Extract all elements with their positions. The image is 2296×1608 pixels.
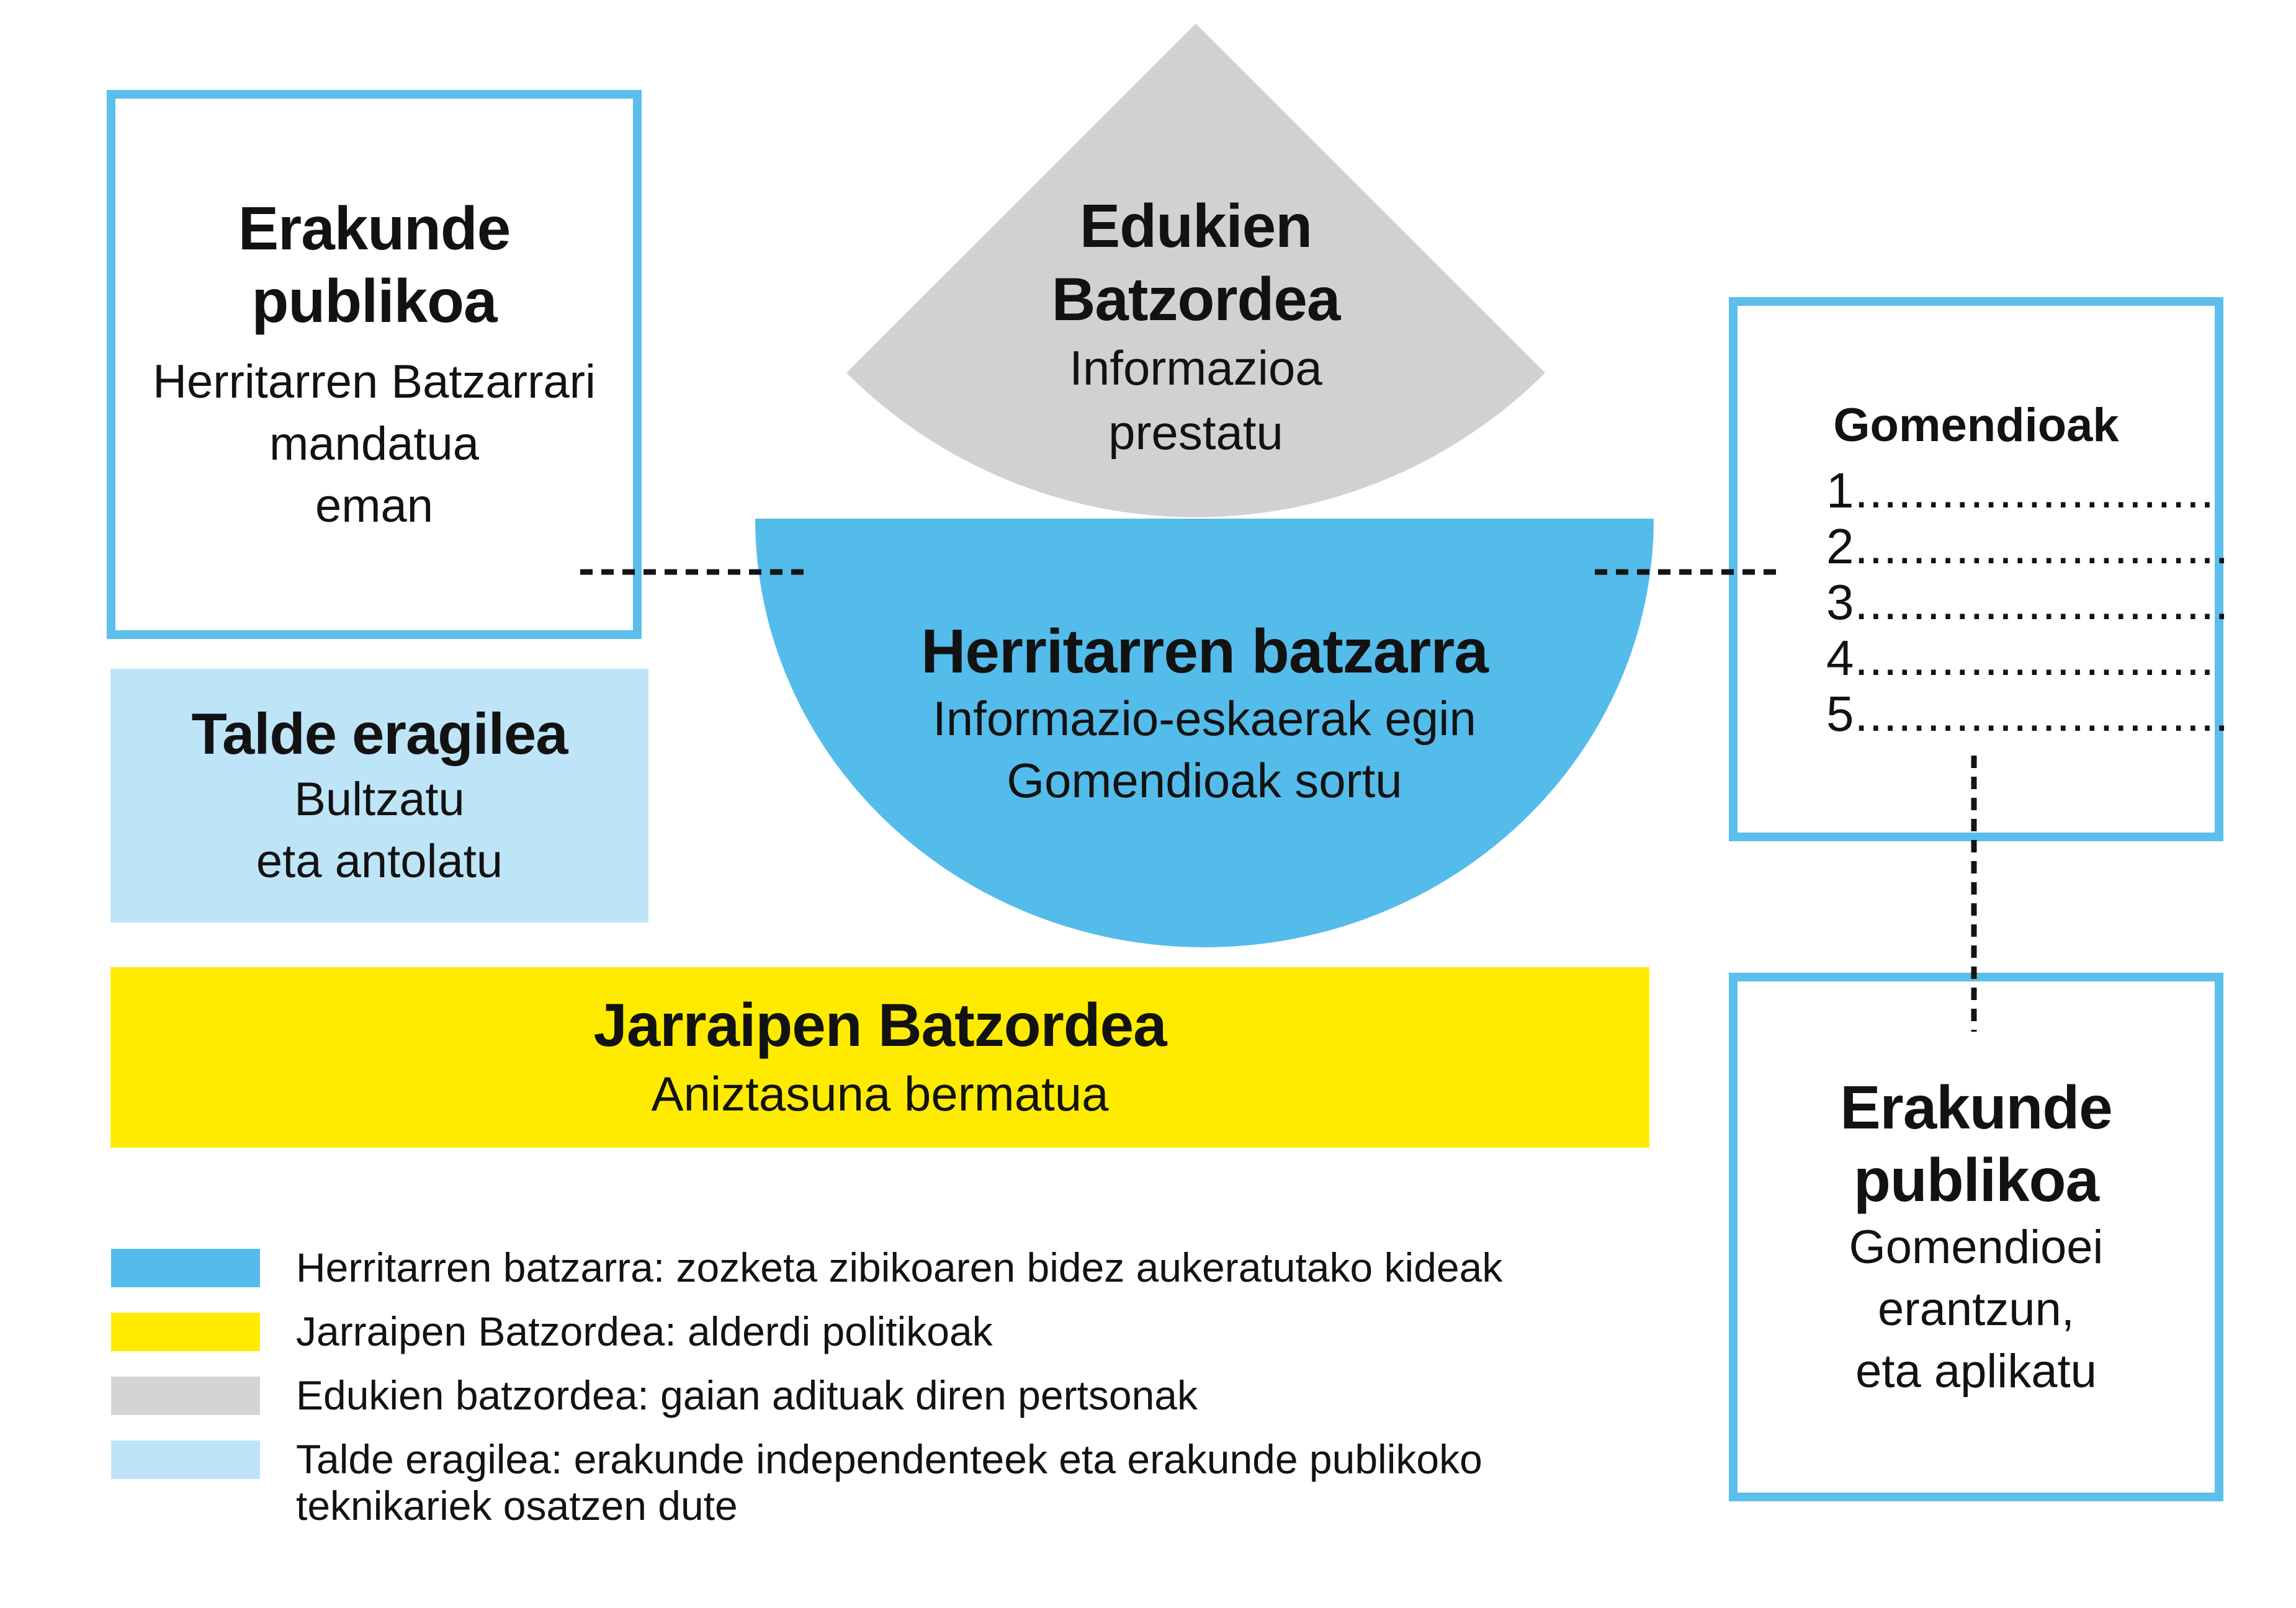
response-box-body-line2: erantzun, [1878, 1283, 2074, 1336]
recommendations-title: Gomendioak [1833, 398, 2119, 452]
legend-row-citizens-assembly: Herritarren batzarra: zozketa zibikoaren… [111, 1244, 1593, 1291]
citizens-assembly-body-line1: Informazio-eskaerak egin [933, 691, 1476, 746]
response-box-title-line2: publikoa [1854, 1146, 2099, 1214]
recommendation-item-4: 4......................... [1826, 630, 2215, 686]
legend-swatch-content-committee [111, 1377, 260, 1415]
legend: Herritarren batzarra: zozketa zibikoaren… [111, 1244, 1593, 1551]
public-institution-response-box: Erakunde publikoa Gomendioei erantzun, e… [1729, 973, 2223, 1501]
followup-committee-title: Jarraipen Batzordea [593, 991, 1167, 1059]
content-committee-body-line1: Informazioa [1069, 341, 1322, 395]
steering-group-body-line1: Bultzatu [294, 772, 465, 826]
mandate-box-title-line2: publikoa [251, 266, 498, 335]
recommendation-item-1: 1......................... [1826, 462, 2215, 518]
recommendation-item-2: 2.......................... [1826, 518, 2230, 574]
response-box-body-line1: Gomendioei [1849, 1221, 2104, 1274]
legend-label-citizens-assembly: Herritarren batzarra: zozketa zibikoaren… [296, 1244, 1503, 1290]
mandate-box-title-line1: Erakunde [238, 194, 511, 262]
response-box-body-line3: eta aplikatu [1855, 1345, 2097, 1398]
steering-group-title: Talde eragilea [191, 700, 568, 766]
legend-row-followup-committee: Jarraipen Batzordea: alderdi politikoak [111, 1308, 1593, 1355]
recommendation-item-3: 3.......................... [1826, 574, 2230, 630]
citizens-assembly-title: Herritarren batzarra [921, 617, 1489, 686]
legend-row-steering-group: Talde eragilea: erakunde independenteek … [111, 1436, 1593, 1529]
mandate-box-body-line1: Herritarren Batzarrari [153, 355, 596, 408]
steering-group-box: Talde eragilea Bultzatu eta antolatu [110, 669, 648, 922]
recommendations-list: 1......................... 2............… [1826, 463, 2229, 742]
followup-committee-subtitle: Aniztasuna bermatua [651, 1066, 1109, 1121]
legend-row-content-committee: Edukien batzordea: gaian adituak diren p… [111, 1372, 1593, 1419]
mandate-box-body-line2: mandatua [269, 417, 480, 470]
legend-swatch-followup-committee [111, 1313, 260, 1351]
legend-swatch-steering-group [111, 1440, 260, 1479]
content-committee-body-line2: prestatu [1108, 405, 1283, 460]
response-box-title-line1: Erakunde [1840, 1073, 2113, 1141]
mandate-box-body-line3: eman [315, 479, 434, 532]
content-committee-title-line1: Edukien [1079, 192, 1312, 260]
public-institution-mandate-box: Erakunde publikoa Herritarren Batzarrari… [107, 90, 642, 639]
content-committee-title-line2: Batzordea [1051, 265, 1341, 333]
content-committee-text: Edukien Batzordea Informazioa prestatu [886, 189, 1506, 465]
legend-label-steering-group: Talde eragilea: erakunde independenteek … [296, 1436, 1482, 1529]
legend-label-followup-committee: Jarraipen Batzordea: alderdi politikoak [296, 1308, 993, 1354]
recommendation-item-5: 5.......................... [1826, 686, 2230, 741]
legend-label-content-committee: Edukien batzordea: gaian adituak diren p… [296, 1372, 1198, 1418]
followup-committee-bar: Jarraipen Batzordea Aniztasuna bermatua [110, 967, 1649, 1148]
legend-swatch-citizens-assembly [111, 1249, 260, 1287]
citizens-assembly-text: Herritarren batzarra Informazio-eskaerak… [770, 615, 1639, 811]
recommendations-box: Gomendioak 1......................... 2.… [1729, 297, 2228, 841]
citizens-assembly-body-line2: Gomendioak sortu [1007, 753, 1402, 808]
steering-group-body-line2: eta antolatu [256, 834, 503, 888]
